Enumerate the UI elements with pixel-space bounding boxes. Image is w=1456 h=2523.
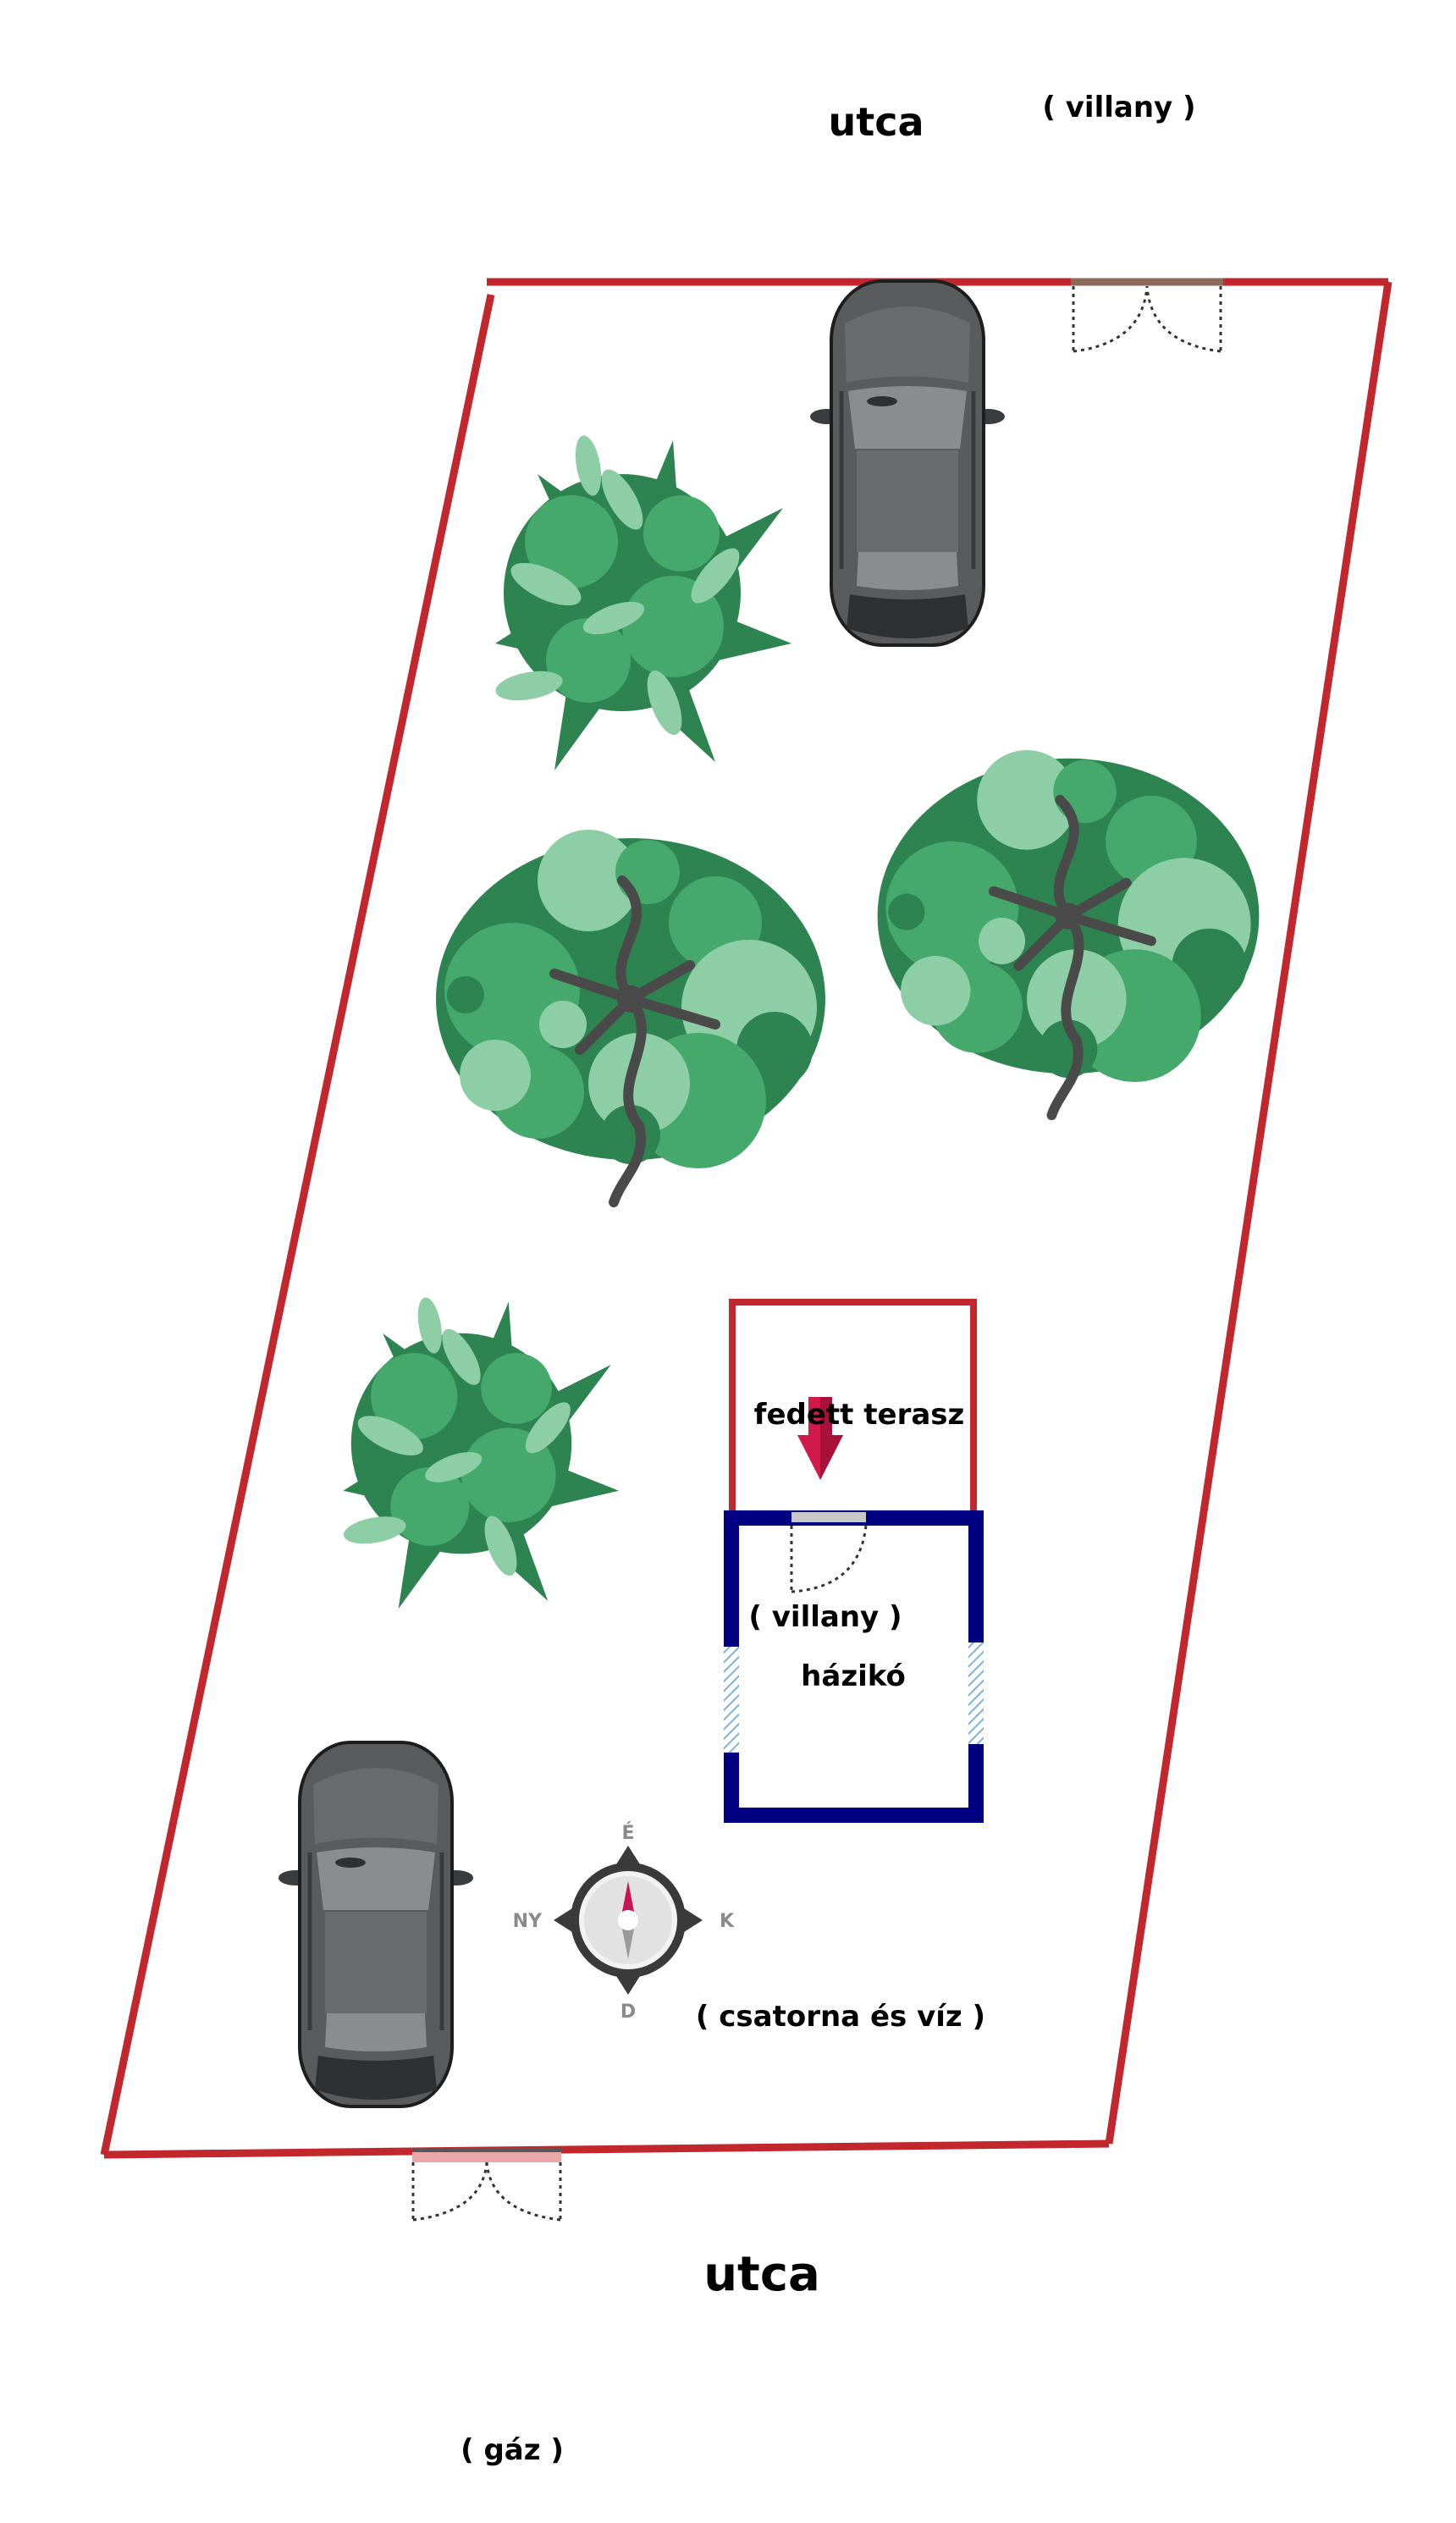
- compass-north-label: É: [621, 1822, 634, 1844]
- compass-icon: [554, 1846, 703, 1995]
- shed-label: házikó: [801, 1659, 906, 1693]
- covered-terrace-label: fedett terasz: [754, 1398, 965, 1432]
- car-icon: [810, 281, 1005, 645]
- door-icon: [790, 1525, 868, 1593]
- bush-icon: [493, 433, 791, 770]
- shed: [724, 1510, 984, 1823]
- compass-south-label: D: [620, 2001, 636, 2023]
- bush-icon: [341, 1295, 619, 1609]
- gas-label: ( gáz ): [461, 2433, 564, 2467]
- top-street-label: utca: [828, 99, 924, 145]
- compass-west-label: NY: [513, 1911, 543, 1932]
- tree-icon: [878, 750, 1260, 1115]
- car-icon: [279, 1742, 473, 2106]
- shed-electricity-label: ( villany ): [748, 1600, 902, 1634]
- top-electricity-label: ( villany ): [1042, 91, 1195, 124]
- sewer-water-label: ( csatorna és víz ): [696, 2000, 985, 2034]
- bottom-gate-icon: [411, 2148, 562, 2222]
- top-gate-icon: [1071, 278, 1223, 353]
- arrow-down-icon: [797, 1397, 843, 1480]
- tree-icon: [436, 830, 825, 1202]
- bottom-street-label: utca: [703, 2247, 820, 2302]
- compass-east-label: K: [720, 1911, 735, 1932]
